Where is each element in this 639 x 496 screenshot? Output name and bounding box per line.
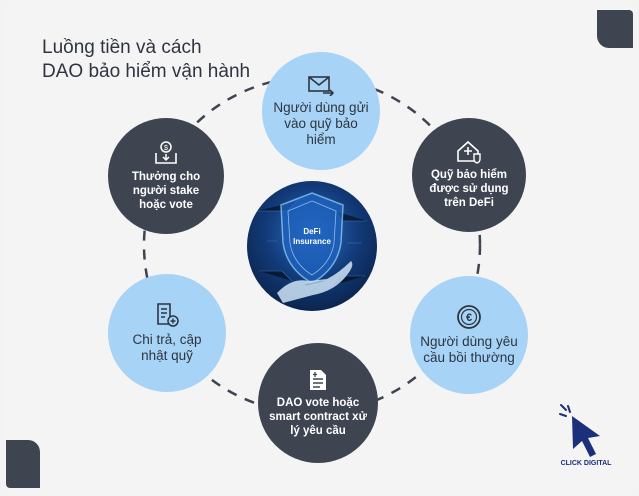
flow-step-label: DAO vote hoặc smart contract xử lý yêu c…: [269, 397, 367, 437]
title-line-1: Luồng tiền và cách: [42, 37, 202, 58]
receipt-icon: [157, 303, 179, 327]
flow-step-dao-vote: DAO vote hoặc smart contract xử lý yêu c…: [258, 343, 378, 463]
center-caption-line-2: Insurance: [293, 237, 331, 246]
page-title: Luồng tiền và cách DAO bảo hiểm vận hành: [42, 36, 302, 84]
corner-decoration-top-right: [597, 10, 633, 48]
flow-step-deposit: Người dùng gửi vào quỹ bảo hiểm: [262, 52, 380, 170]
flow-step-claim-request: € Người dùng yêu cầu bồi thường: [410, 276, 528, 394]
flow-step-defi-usage: Quỹ bảo hiểm được sử dụng trên DeFi: [412, 118, 526, 232]
flow-step-reward: $ Thưởng cho người stake hoặc vote: [108, 118, 224, 234]
title-line-2: DAO bảo hiểm vận hành: [42, 61, 251, 82]
document-icon: [310, 370, 326, 390]
envelope-icon: [308, 76, 335, 96]
flow-step-label: Quỹ bảo hiểm được sử dụng trên DeFi: [429, 169, 509, 209]
flow-step-payout: Chi trả, cập nhật quỹ: [108, 274, 226, 392]
flow-step-label: Chi trả, cập nhật quỹ: [132, 332, 202, 363]
flow-step-label: Thưởng cho người stake hoặc vote: [131, 171, 201, 211]
svg-text:$: $: [164, 145, 168, 152]
coin-reward-icon: $: [155, 141, 177, 164]
cursor-icon: [559, 404, 600, 457]
house-shield-icon: [457, 140, 481, 164]
click-digital-logo: CLICK DIGITAL: [556, 402, 616, 472]
euro-coin-icon: €: [457, 305, 481, 329]
shield-hand-icon: [257, 192, 367, 303]
flow-step-label: Người dùng yêu cầu bồi thường: [420, 334, 518, 365]
logo-text: CLICK DIGITAL: [560, 460, 612, 467]
svg-text:€: €: [466, 312, 472, 324]
flow-step-label: Người dùng gửi vào quỹ bảo hiểm: [273, 100, 369, 147]
corner-decoration-bottom-left: [6, 440, 40, 488]
center-caption-line-1: DeFi: [303, 227, 321, 236]
defi-insurance-image: DeFi Insurance: [247, 181, 377, 311]
